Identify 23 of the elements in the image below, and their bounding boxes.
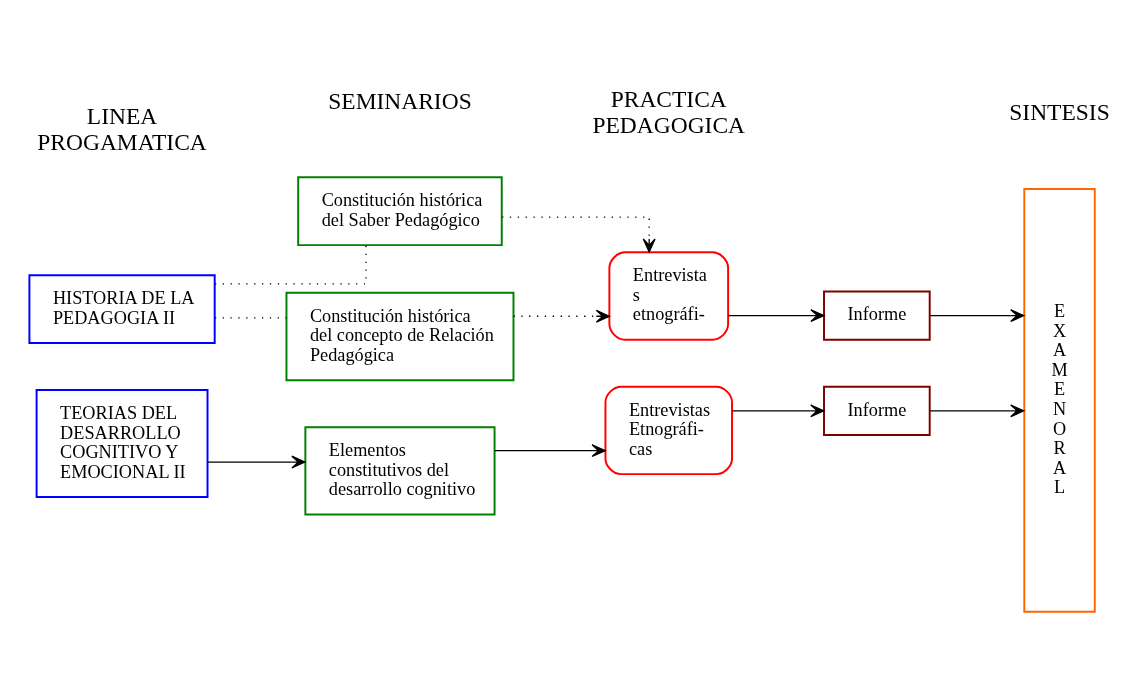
connector: [214, 244, 367, 285]
node-box: Elementos constitutivos del desarrollo cognitivo: [304, 426, 496, 516]
arrow: [512, 309, 610, 323]
arrow: [727, 309, 825, 323]
node-box: Informe: [823, 290, 931, 341]
node-box: TEORIAS DEL DESARROLLO COGNITIVO Y EMOCIONAL II: [35, 389, 209, 498]
node-box: Informe: [823, 385, 931, 436]
node-box: Constitución histórica del concepto de Relación Pedagógica: [285, 291, 515, 382]
arrow: [207, 455, 306, 469]
arrow: [501, 216, 656, 253]
arrow: [494, 444, 606, 458]
node-box: Entrevistas Etnográfi- cas: [604, 385, 733, 476]
node-box: E X A M E N O R A L: [1023, 188, 1096, 613]
node-box: HISTORIA DE LA PEDAGOGIA II: [28, 274, 216, 344]
label: SINTESIS: [1009, 99, 1110, 126]
label: PRACTICA PEDAGOGICA: [592, 86, 746, 139]
arrow: [929, 404, 1025, 418]
node-box: Entrevista s etnográfi-: [608, 251, 730, 341]
arrow: [731, 404, 825, 418]
arrow: [929, 309, 1025, 323]
node-box: Constitución histórica del Saber Pedagógico: [297, 176, 503, 247]
label: LINEA PROGAMATICA: [37, 103, 207, 156]
label: SEMINARIOS: [328, 87, 472, 114]
